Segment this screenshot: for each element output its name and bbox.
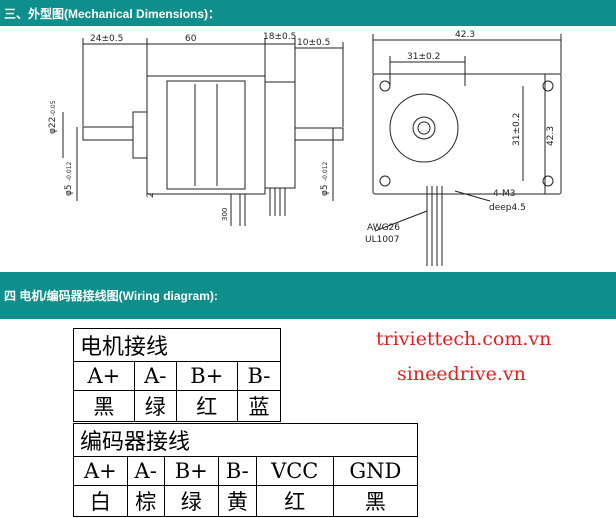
dim-10: 10±0.5	[297, 38, 330, 48]
motor-color: 蓝	[236, 390, 282, 422]
dim-24: 24±0.5	[90, 34, 123, 44]
ul-label: UL1007	[365, 235, 400, 245]
dim-60: 60	[185, 34, 197, 44]
motor-signal: A+	[73, 361, 135, 391]
dim-5b: φ5	[320, 184, 330, 196]
dim-22: φ22	[48, 117, 58, 134]
dim-31-top: 31±0.2	[407, 52, 440, 62]
dim-5a: φ5	[64, 184, 74, 196]
awg-label: AWG26	[367, 223, 400, 233]
encoder-color: 黑	[332, 485, 419, 517]
motor-color: 黑	[73, 390, 135, 422]
dim-42-3-top: 42.3	[455, 30, 475, 40]
deep-label: deep4.5	[489, 203, 526, 213]
encoder-signal: VCC	[255, 456, 334, 486]
encoder-color: 黄	[217, 485, 257, 517]
encoder-color: 绿	[163, 485, 219, 517]
motor-wiring-table: 电机接线 A+ A- B+ B- 黑 绿 红 蓝	[73, 328, 282, 422]
motor-color: 红	[175, 390, 238, 422]
encoder-signal: B-	[217, 456, 257, 486]
motor-signal-row: A+ A- B+ B-	[73, 361, 282, 391]
motor-color-row: 黑 绿 红 蓝	[73, 390, 282, 422]
mechanical-dimensions-header: 三、外型图(Mechanical Dimensions)：	[0, 0, 616, 26]
dim-31-side: 31±0.2	[512, 113, 522, 146]
mechanical-header-text: 三、外型图(Mechanical Dimensions)：	[4, 6, 221, 21]
dim-5a-tol: -0.012	[66, 161, 73, 181]
encoder-color: 白	[73, 485, 128, 517]
m3-label: 4-M3	[493, 189, 515, 199]
encoder-color: 棕	[126, 485, 165, 517]
encoder-wiring-table: 编码器接线 A+ A- B+ B- VCC GND 白 棕 绿 黄 红 黑	[73, 423, 419, 517]
mechanical-drawing: 24±0.5 60 18±0.5 10±0.5 φ22 -0.05 φ5 -0.…	[35, 26, 616, 272]
motor-signal: A-	[133, 361, 177, 391]
wiring-diagram-header: 四 电机/编码器接线图(Wiring diagram):	[0, 272, 616, 319]
motor-color: 绿	[133, 390, 177, 422]
dim-18: 18±0.5	[263, 32, 296, 42]
encoder-color: 红	[255, 485, 334, 517]
encoder-signal: A+	[73, 456, 128, 486]
dim-300: 300	[221, 208, 229, 221]
encoder-signal: B+	[163, 456, 219, 486]
encoder-table-title: 编码器接线	[73, 423, 418, 457]
motor-signal: B-	[236, 361, 282, 391]
watermark-triviettech: triviettech.com.vn	[376, 328, 552, 350]
encoder-signal: GND	[332, 456, 419, 486]
wiring-header-text: 四 电机/编码器接线图(Wiring diagram):	[4, 289, 218, 303]
encoder-signal: A-	[126, 456, 165, 486]
encoder-color-row: 白 棕 绿 黄 红 黑	[73, 485, 419, 517]
dim-2: 2	[146, 192, 156, 198]
dim-42-3-side: 42.3	[546, 126, 556, 146]
dim-22-tol: -0.05	[50, 100, 57, 116]
encoder-signal-row: A+ A- B+ B- VCC GND	[73, 456, 419, 486]
dim-5b-tol: -0.012	[322, 161, 329, 181]
motor-table-title: 电机接线	[73, 328, 281, 362]
motor-signal: B+	[175, 361, 238, 391]
watermark-sineedrive: sineedrive.vn	[397, 363, 526, 385]
